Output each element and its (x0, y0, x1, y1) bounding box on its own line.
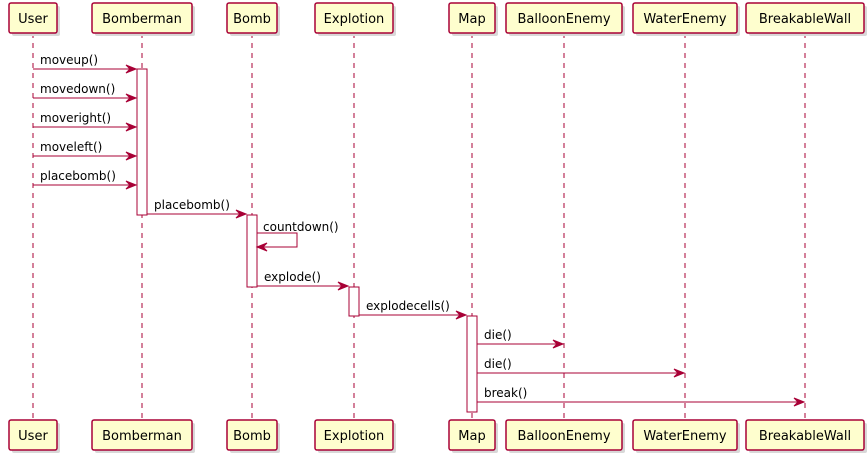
participant-label: Map (458, 12, 485, 27)
participant-map-top: Map (448, 2, 498, 36)
message-label: explodecells() (366, 299, 450, 313)
message-3: moveleft() (33, 140, 138, 161)
message-9: die() (477, 328, 565, 349)
activation-explotion (348, 286, 360, 317)
participant-label: WaterEnemy (643, 429, 727, 444)
message-7: explode() (257, 270, 350, 291)
message-8: explodecells() (359, 299, 468, 320)
message-label: moveleft() (40, 140, 102, 154)
participant-label: Bomb (233, 429, 271, 444)
message-label: break() (484, 386, 527, 400)
message-10: die() (477, 357, 686, 378)
participant-waterenemy-top: WaterEnemy (632, 2, 740, 36)
message-1: movedown() (33, 82, 138, 103)
activation-bomberman (136, 68, 148, 216)
participant-label: User (18, 12, 48, 27)
participant-waterenemy-bottom: WaterEnemy (632, 419, 740, 453)
message-label: die() (484, 357, 512, 371)
participant-label: BreakableWall (759, 12, 851, 27)
message-5: placebomb() (147, 198, 248, 219)
participant-breakablewall-top: BreakableWall (745, 2, 867, 36)
message-label: explode() (264, 270, 321, 284)
message-6: countdown() (255, 220, 339, 252)
participant-map-bottom: Map (448, 419, 498, 453)
message-0: moveup() (33, 53, 138, 74)
participant-bomb-bottom: Bomb (226, 419, 280, 453)
participant-label: WaterEnemy (643, 12, 727, 27)
participant-label: Explotion (324, 429, 385, 444)
participant-explotion-bottom: Explotion (314, 419, 396, 453)
message-label: moveright() (40, 111, 111, 125)
activation-map (466, 315, 478, 413)
participant-user-bottom: User (8, 419, 60, 453)
message-11: break() (477, 386, 806, 407)
participant-user-top: User (8, 2, 60, 36)
message-label: movedown() (40, 82, 115, 96)
participant-bomberman-bottom: Bomberman (91, 419, 195, 453)
message-label: die() (484, 328, 512, 342)
participant-label: BalloonEnemy (517, 12, 610, 27)
participant-label: Map (458, 429, 485, 444)
participant-label: BreakableWall (759, 429, 851, 444)
message-label: countdown() (263, 220, 339, 234)
message-label: moveup() (40, 53, 98, 67)
participant-label: Bomberman (102, 429, 182, 444)
activation-bomb (246, 214, 258, 288)
participant-label: Explotion (324, 12, 385, 27)
message-label: placebomb() (40, 169, 116, 183)
participant-breakablewall-bottom: BreakableWall (745, 419, 867, 453)
participant-label: Bomb (233, 12, 271, 27)
participant-balloonenemy-bottom: BalloonEnemy (505, 419, 625, 453)
participant-label: User (18, 429, 48, 444)
participant-explotion-top: Explotion (314, 2, 396, 36)
participant-balloonenemy-top: BalloonEnemy (505, 2, 625, 36)
message-4: placebomb() (33, 169, 138, 190)
participant-label: BalloonEnemy (517, 429, 610, 444)
participant-label: Bomberman (102, 12, 182, 27)
message-2: moveright() (33, 111, 138, 132)
participant-bomb-top: Bomb (226, 2, 280, 36)
message-label: placebomb() (154, 198, 230, 212)
participant-bomberman-top: Bomberman (91, 2, 195, 36)
